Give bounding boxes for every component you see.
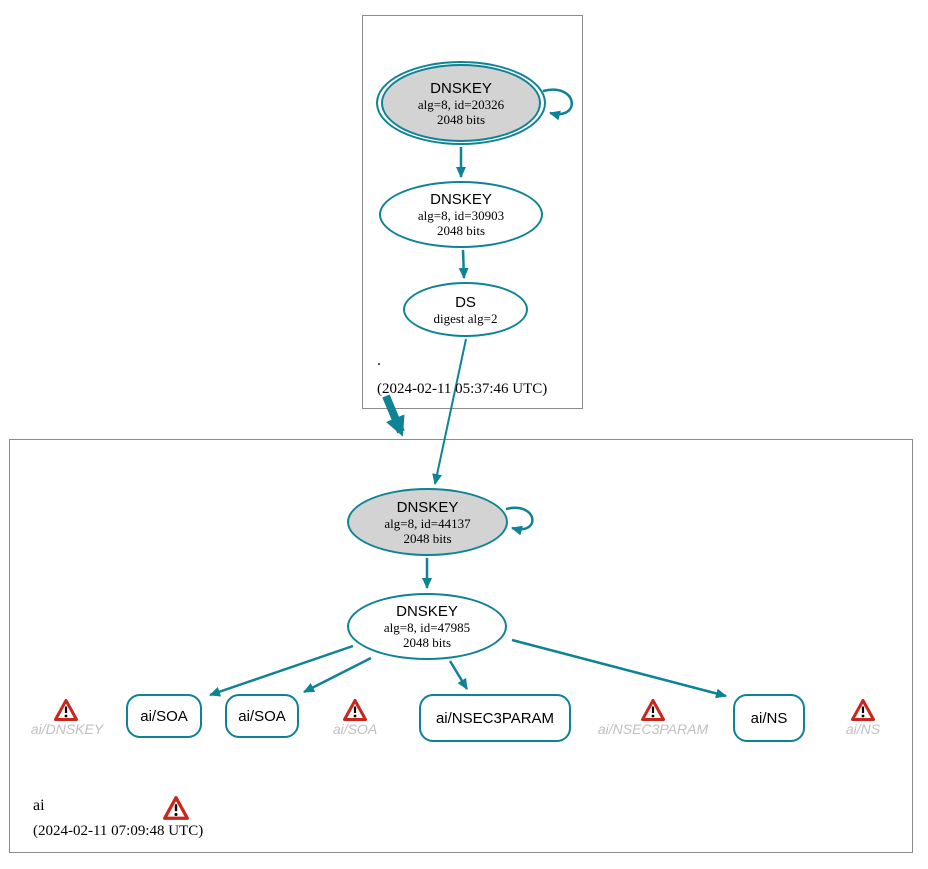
node-root-ds-body: DS digest alg=2 — [433, 294, 497, 326]
ai-zone-name: ai — [33, 797, 45, 814]
warning-icon-ai-nsec3param[interactable] — [641, 699, 665, 721]
muted-label-ai-nsec3param: ai/NSEC3PARAM — [597, 721, 709, 737]
root-zone-timestamp: (2024-02-11 05:37:46 UTC) — [377, 381, 548, 397]
muted-label-ai-dnskey: ai/DNSKEY — [30, 721, 104, 737]
warning-icon-ai-zone[interactable] — [163, 796, 189, 820]
node-root-ksk-body: DNSKEY alg=8, id=20326 2048 bits — [381, 64, 541, 142]
node-rrset-ai-soa-1[interactable]: ai/SOA — [126, 694, 202, 738]
node-ai-zsk[interactable]: DNSKEY alg=8, id=47985 2048 bits — [347, 593, 507, 660]
node-rrset-ai-nsec3param[interactable]: ai/NSEC3PARAM — [419, 694, 571, 742]
warning-icon-ai-dnskey[interactable] — [54, 699, 78, 721]
root-zone-name: . — [377, 352, 381, 369]
node-title: DNSKEY — [430, 79, 492, 97]
node-title: DS — [455, 293, 476, 311]
rrset-label: ai/NSEC3PARAM — [435, 709, 555, 727]
zone-box-root — [362, 15, 583, 409]
node-title: DNSKEY — [430, 191, 492, 208]
rrset-label: ai/SOA — [238, 707, 286, 725]
node-root-zsk-body: DNSKEY alg=8, id=30903 2048 bits — [418, 191, 504, 238]
warning-icon-ai-soa[interactable] — [343, 699, 367, 721]
node-detail: alg=8, id=44137 — [384, 515, 471, 531]
node-detail: alg=8, id=30903 — [417, 208, 505, 223]
node-detail: 2048 bits — [436, 223, 486, 238]
node-ai-ksk[interactable]: DNSKEY alg=8, id=44137 2048 bits — [347, 488, 508, 556]
muted-label-ai-soa: ai/SOA — [332, 721, 378, 737]
node-detail: 2048 bits — [402, 635, 452, 650]
node-ai-ksk-body: DNSKEY alg=8, id=44137 2048 bits — [384, 499, 470, 546]
node-detail: 2048 bits — [436, 111, 486, 127]
node-detail: digest alg=2 — [433, 310, 498, 326]
node-title: DNSKEY — [396, 498, 459, 516]
node-detail: 2048 bits — [403, 530, 452, 546]
node-detail: alg=8, id=20326 — [417, 96, 505, 112]
node-ai-zsk-body: DNSKEY alg=8, id=47985 2048 bits — [384, 603, 470, 650]
ai-zone-timestamp: (2024-02-11 07:09:48 UTC) — [33, 823, 204, 839]
node-rrset-ai-soa-2[interactable]: ai/SOA — [225, 694, 299, 738]
node-detail: alg=8, id=47985 — [383, 620, 471, 635]
warning-icon-ai-ns[interactable] — [851, 699, 875, 721]
rrset-label: ai/NS — [750, 709, 788, 727]
node-rrset-ai-ns[interactable]: ai/NS — [733, 694, 805, 742]
rrset-label: ai/SOA — [140, 707, 188, 725]
node-title: DNSKEY — [396, 603, 458, 620]
node-root-zsk[interactable]: DNSKEY alg=8, id=30903 2048 bits — [379, 181, 543, 248]
muted-label-ai-ns: ai/NS — [845, 721, 881, 737]
node-root-ds[interactable]: DS digest alg=2 — [403, 282, 528, 337]
node-root-ksk[interactable]: DNSKEY alg=8, id=20326 2048 bits — [376, 61, 546, 145]
